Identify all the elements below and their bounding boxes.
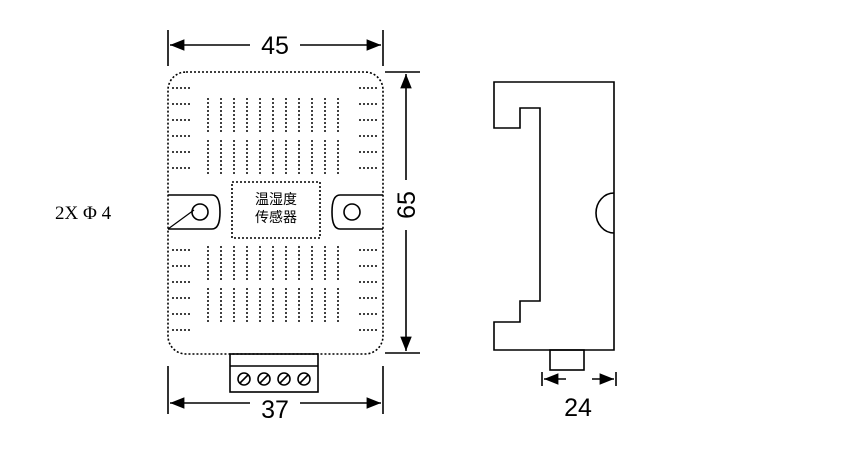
side-bump [595,192,615,234]
hole-note: 2X Φ 4 [55,203,112,224]
front-view: 45 温湿度 传感器 2X Φ 4 65 [55,30,421,424]
din-rail-profile [493,81,615,351]
side-terminal [549,349,585,371]
terminal-width-dimension: 37 [167,366,384,424]
left-mounting-hole [167,194,221,230]
terminal-screw-slot [299,374,309,384]
vent-slots [172,87,379,331]
depth-dimension: 24 [541,372,617,422]
height-value: 65 [393,191,421,219]
terminal-screw [257,372,271,386]
terminal-screw-slot [239,374,249,384]
right-mounting-hole [331,194,383,230]
terminal-screw [277,372,291,386]
label-line1: 温湿度 [255,192,297,208]
terminal-screw [297,372,311,386]
terminal-screw-slot [279,374,289,384]
width-dimension: 45 [167,30,384,66]
depth-value: 24 [564,394,592,422]
housing-outline [167,71,384,355]
terminal-block [229,353,319,393]
label-box [231,181,321,239]
terminal-screw-slot [259,374,269,384]
width-value: 45 [261,32,289,60]
side-view: 24 [493,81,617,422]
terminal-width-value: 37 [261,396,289,424]
label-line2: 传感器 [255,209,297,226]
terminal-screw [237,372,251,386]
height-dimension: 65 [385,71,421,354]
